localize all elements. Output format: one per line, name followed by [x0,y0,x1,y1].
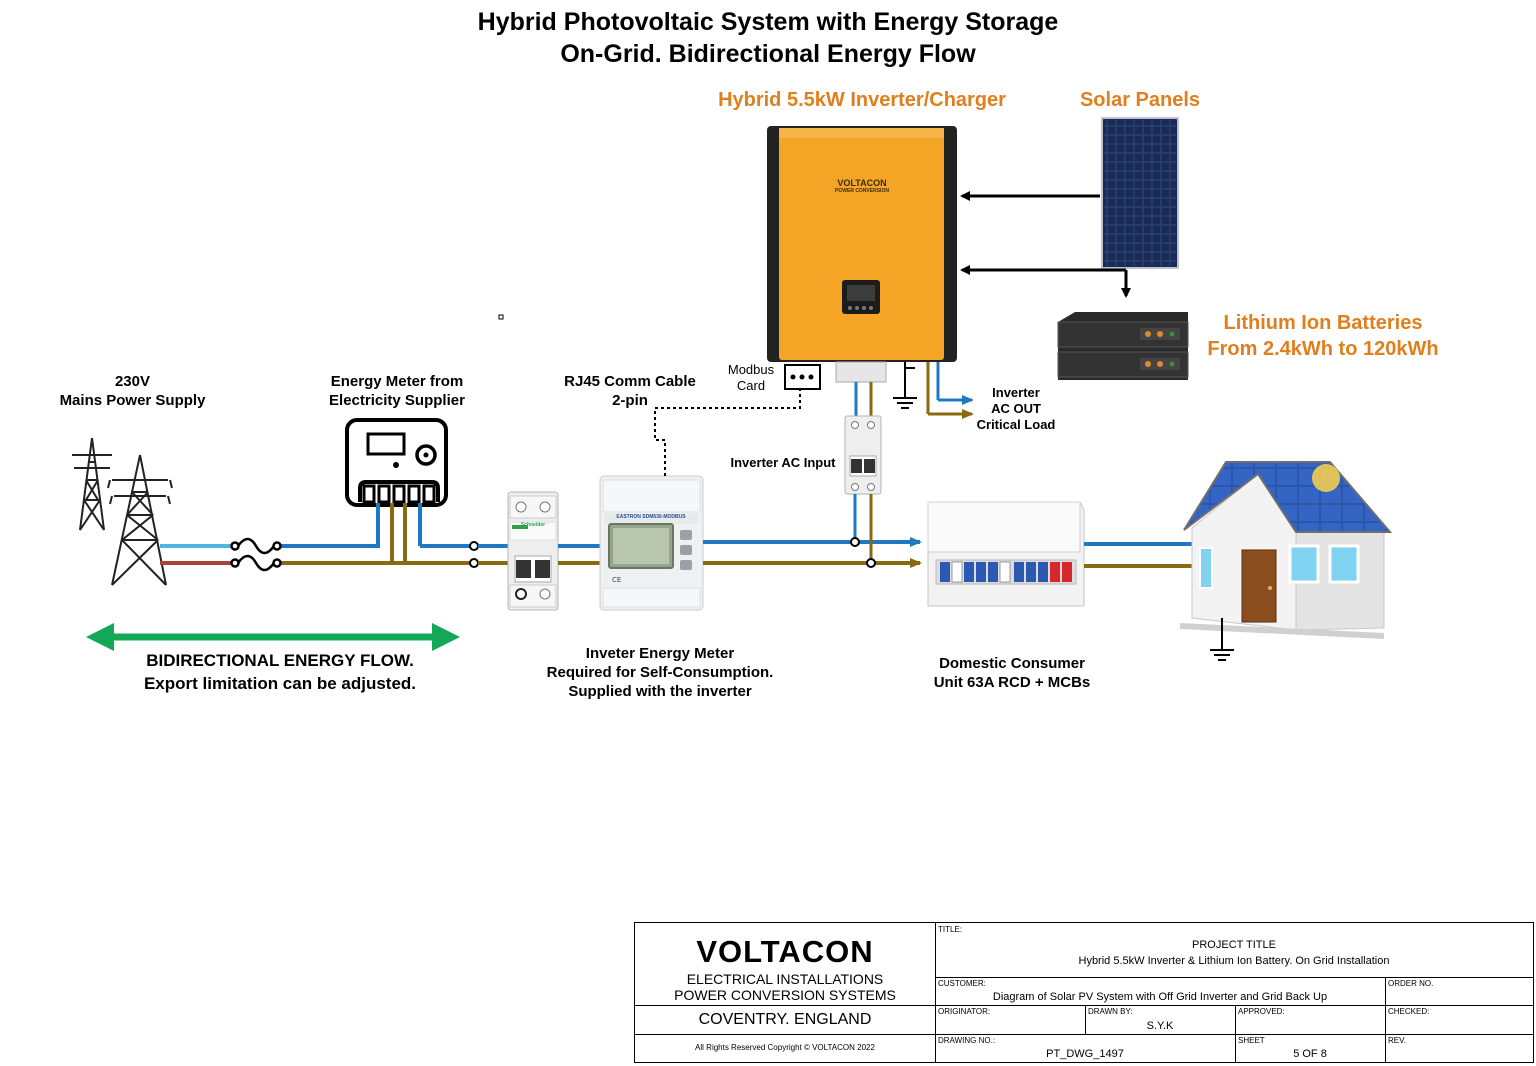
ac-out-label: Inverter AC OUT Critical Load [966,385,1066,433]
customer-description: Diagram of Solar PV System with Off Grid… [992,991,1328,1003]
meter-to-breaker-lines [405,541,508,568]
rev-header: REV. [1388,1036,1406,1045]
supplier-meter-icon [345,418,448,507]
sheet-cell: SHEET 5 OF 8 [1235,1034,1385,1062]
customer-header: CUSTOMER: [938,979,986,988]
drawing-no-value: PT_DWG_1497 [1046,1048,1124,1060]
originator-header: ORIGINATOR: [938,1007,991,1016]
inverter-brand: VOLTACON [837,178,887,188]
rev-cell: REV. [1385,1034,1533,1062]
inverter-icon [767,126,957,383]
house-icon [1179,461,1393,639]
rj45-line-2: 2-pin [612,392,648,409]
earth-icon [893,362,917,409]
drawn-by-cell: DRAWN BY: S.Y.K [1085,1005,1235,1034]
inverter-brand-sub: POWER CONVERSION [835,188,889,194]
inverter-meter-line-2: Required for Self-Consumption. [546,664,774,681]
breaker-brand: Schneider [520,522,546,528]
mains-line-2: Mains Power Supply [59,392,206,409]
battery-label: Lithium Ion Batteries From 2.4kWh to 120… [1192,310,1454,362]
mains-label: 230V Mains Power Supply [40,372,225,410]
company-tagline-1: ELECTRICAL INSTALLATIONS [686,971,884,987]
inverter-meter-model: SDM630-MODBUS [642,514,686,520]
modbus-label: Modbus Card [716,362,786,394]
drawing-no-header: DRAWING NO.: [938,1036,996,1045]
inverter-meter-line-1: Inveter Energy Meter [585,645,735,662]
inverter-heading: Hybrid 5.5kW Inverter/Charger [718,89,1006,111]
ac-input-breaker-icon [844,415,882,495]
supplier-meter-label: Energy Meter from Electricity Supplier [302,372,492,410]
drawing-no-cell: DRAWING NO.: PT_DWG_1497 [935,1034,1235,1062]
modbus-line-1: Modbus [727,362,775,377]
solar-heading: Solar Panels [1079,89,1201,111]
modbus-card-icon [784,364,821,390]
drawn-by-header: DRAWN BY: [1088,1007,1133,1016]
battery-icon [1057,312,1189,380]
flow-label: BIDIRECTIONAL ENERGY FLOW. Export limita… [110,649,450,695]
checked-cell: CHECKED: [1385,1005,1533,1034]
copyright: All Rights Reserved Copyright © VOLTACON… [695,1043,875,1052]
modbus-line-2: Card [736,378,766,393]
flow-line-1: BIDIRECTIONAL ENERGY FLOW. [146,651,414,670]
originator-cell: ORIGINATOR: [935,1005,1085,1034]
inverter-meter-brand-label: EASTRON SDM630-MODBUS [602,514,700,520]
mains-line-1: 230V [114,373,151,390]
title-block: VOLTACON ELECTRICAL INSTALLATIONS POWER … [634,922,1534,1063]
rj45-cable-line [654,388,801,476]
order-cell: ORDER NO. [1385,977,1533,1005]
approved-cell: APPROVED: [1235,1005,1385,1034]
checked-header: CHECKED: [1388,1007,1430,1016]
inverter-brand-label: VOLTACON POWER CONVERSION [800,178,924,194]
ac-out-line-3: Critical Load [976,417,1056,432]
inverter-meter-label: Inveter Energy Meter Required for Self-C… [510,644,810,701]
inverter-meter-icon: CE [599,475,704,611]
consumer-unit-label: Domestic Consumer Unit 63A RCD + MCBs [902,654,1122,692]
title-line-1: Hybrid Photovoltaic System with Energy S… [477,8,1059,36]
solar-panel-icon [1101,117,1179,269]
title-line-2: On-Grid. Bidirectional Energy Flow [560,40,976,68]
inverter-meter-line-3: Supplied with the inverter [568,683,752,700]
rj45-line-1: RJ45 Comm Cable [564,373,696,390]
drawn-by-value: S.Y.K [1146,1020,1174,1032]
main-breaker-icon [507,491,559,611]
approved-header: APPROVED: [1238,1007,1285,1016]
svg-text:CE: CE [612,576,621,584]
project-title: PROJECT TITLE [1192,939,1276,951]
battery-line-1: Lithium Ion Batteries [1223,312,1423,334]
customer-cell: CUSTOMER: Diagram of Solar PV System wit… [935,977,1385,1005]
sheet-header: SHEET [1238,1036,1265,1045]
pylon-icon [72,437,173,586]
ac-out-line-2: AC OUT [991,401,1041,416]
supplier-meter-line-1: Energy Meter from [330,373,464,390]
supplier-meter-line-2: Electricity Supplier [329,392,465,409]
battery-line-2: From 2.4kWh to 120kWh [1207,338,1439,360]
rj45-label: RJ45 Comm Cable 2-pin [545,372,715,410]
sheet-value: 5 OF 8 [1293,1048,1327,1060]
title-cell: TITLE: PROJECT TITLE Hybrid 5.5kW Invert… [935,923,1533,977]
diagram-title: Hybrid Photovoltaic System with Energy S… [468,6,1068,70]
flow-line-2: Export limitation can be adjusted. [143,674,417,693]
ac-input-label: Inverter AC Input [730,455,836,470]
company-location: COVENTRY. ENGLAND [698,1011,872,1028]
fuse-icon [230,537,282,572]
consumer-unit-line-1: Domestic Consumer [939,655,1085,672]
company-name: VOLTACON [696,934,874,969]
inverter-meter-brand: EASTRON [616,514,641,520]
house-earth-icon [1210,618,1234,661]
ac-out-line-1: Inverter [992,385,1040,400]
order-header: ORDER NO. [1388,979,1434,988]
consumer-unit-icon [927,501,1085,607]
consumer-unit-line-2: Unit 63A RCD + MCBs [933,674,1091,691]
bidirectional-flow-arrow [86,623,460,651]
project-description: Hybrid 5.5kW Inverter & Lithium Ion Batt… [1078,955,1390,967]
title-header: TITLE: [938,925,963,934]
company-tagline-2: POWER CONVERSION SYSTEMS [674,987,896,1003]
